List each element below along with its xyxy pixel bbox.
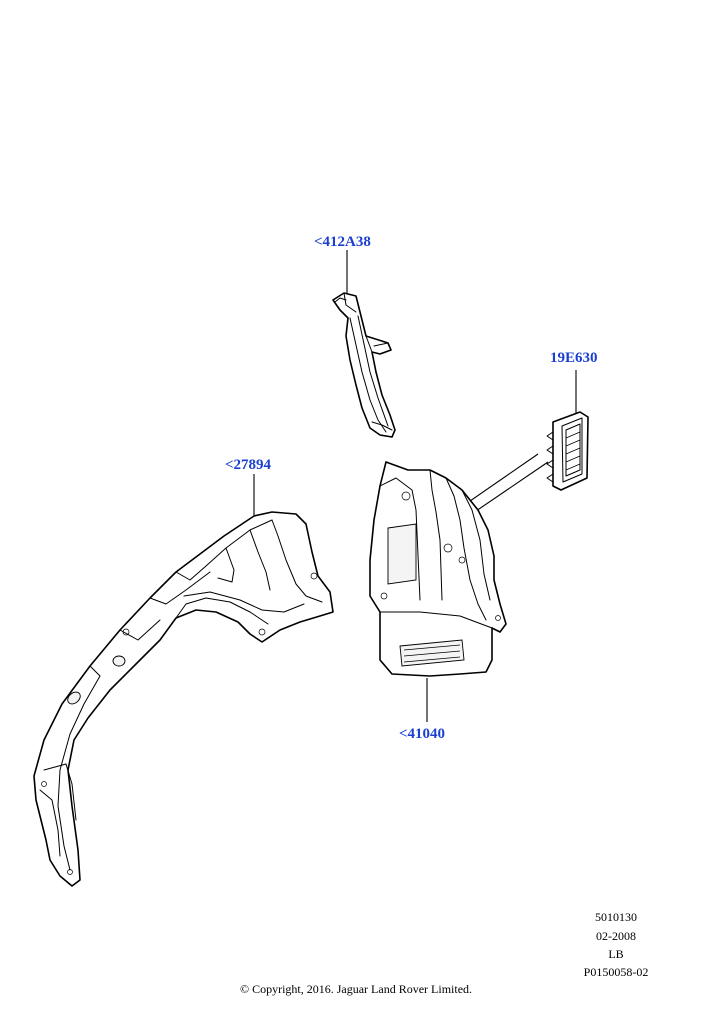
callout-412a38[interactable]: <412A38 (314, 234, 371, 250)
drawing-market: LB (608, 947, 624, 961)
drawing-code: 5010130 (595, 910, 637, 924)
vent-grille-part-19e630[interactable] (404, 370, 589, 557)
drawing-date: 02-2008 (596, 929, 636, 943)
callout-41040[interactable]: <41040 (399, 726, 446, 742)
inner-panel-part-41040[interactable] (369, 461, 507, 722)
illustration-id: P0150058-02 (583, 965, 649, 979)
bracket-part-412a38[interactable] (332, 250, 396, 438)
callout-27894[interactable]: <27894 (225, 457, 272, 473)
callout-19e630[interactable]: 19E630 (550, 350, 598, 366)
wheelhouse-part-27894[interactable] (33, 474, 334, 887)
copyright-notice: © Copyright, 2016. Jaguar Land Rover Lim… (239, 982, 473, 996)
